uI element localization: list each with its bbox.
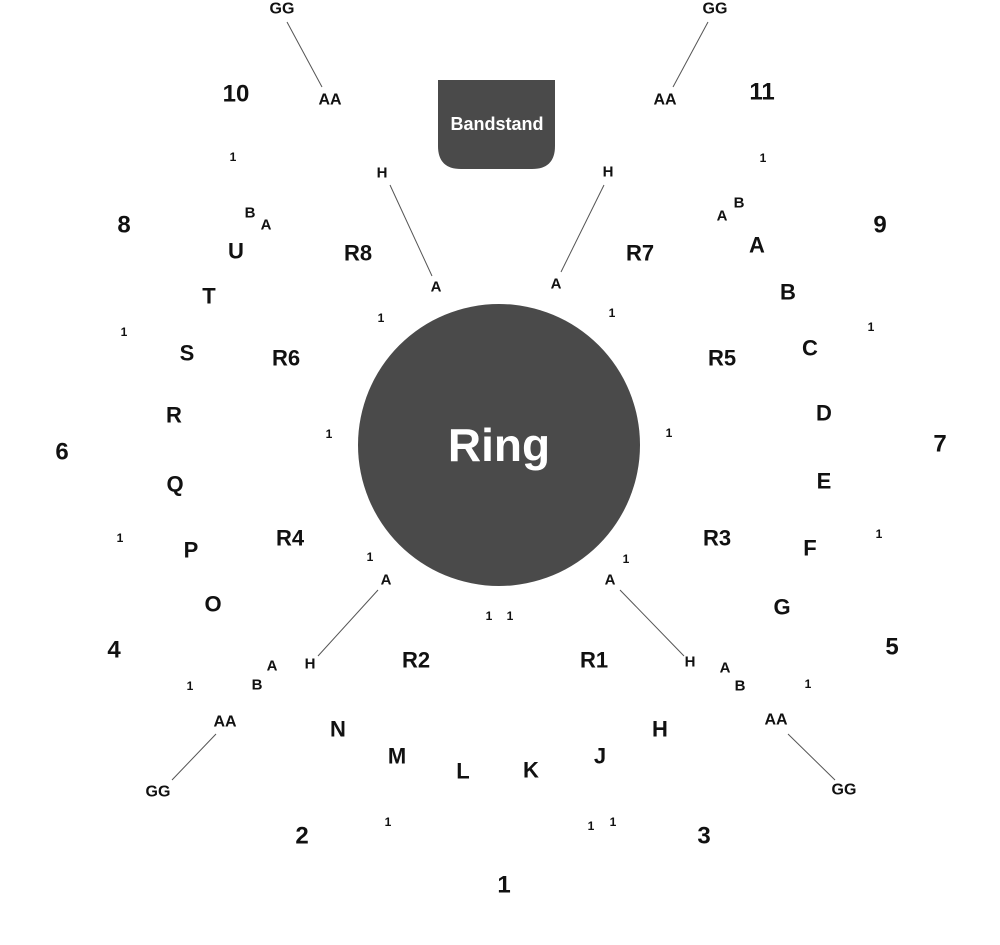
row-p: P [184,538,199,563]
aisle-line-bottom-right-inner [619,589,685,657]
section-3: 3 [697,823,710,850]
row-e: E [817,469,832,494]
aisle-marker-a-12: A [431,279,442,296]
row-k: K [523,758,539,783]
row-a: A [749,233,765,258]
aisle-line-bottom-left-outer [171,733,217,781]
seat-one-marker-9: 1 [876,527,883,541]
bandstand-shape [438,80,555,169]
aisle-lines [171,21,836,781]
bandstand: Bandstand [438,80,555,169]
aisle-marker-a-15: A [605,572,616,589]
seat-one-marker-16: 1 [385,815,392,829]
section-1: 1 [497,872,510,899]
ring: Ring [358,304,640,586]
aisle-marker-b-19: B [734,195,745,212]
row-m: M [388,744,406,769]
seat-one-marker-7: 1 [666,426,673,440]
seat-one-marker-3: 1 [868,320,875,334]
seat-one-marker-8: 1 [117,531,124,545]
aisle-marker-aa-1: AA [653,92,677,109]
section-4: 4 [107,637,121,664]
section-11: 11 [749,79,774,106]
aisle-marker-gg-4: GG [270,1,295,18]
aisle-marker-h-11: H [685,654,696,671]
section-5: 5 [885,634,898,661]
seat-one-marker-15: 1 [805,677,812,691]
aisle-line-top-right-outer [672,21,709,88]
aisle-marker-h-10: H [305,656,316,673]
row-u: U [228,239,244,264]
row-h: H [652,717,668,742]
row-n: N [330,717,346,742]
aisle-marker-gg-5: GG [703,1,728,18]
section-10: 10 [223,81,250,108]
aisle-line-bottom-left-inner [317,589,379,657]
seat-one-marker-5: 1 [609,306,616,320]
row-s: S [180,341,195,366]
section-8: 8 [117,212,130,239]
seat-one-marker-0: 1 [230,150,237,164]
seat-one-marker-18: 1 [610,815,617,829]
row-r: R [166,403,182,428]
row-g: G [773,595,790,620]
section-9: 9 [873,212,886,239]
aisle-marker-b-16: B [245,205,256,222]
row-l: L [456,759,469,784]
row-c: C [802,336,818,361]
seat-one-marker-2: 1 [121,325,128,339]
row-f: F [803,536,816,561]
seat-one-marker-14: 1 [187,679,194,693]
ring-label: Ring [448,419,550,471]
aisle-marker-a-18: A [717,208,728,225]
aisle-marker-aa-3: AA [764,712,788,729]
seat-one-marker-11: 1 [623,552,630,566]
seat-one-marker-13: 1 [507,609,514,623]
seat-one-marker-1: 1 [760,151,767,165]
ring-row-r1: R1 [580,648,608,673]
seat-one-marker-17: 1 [588,819,595,833]
aisle-marker-aa-2: AA [213,714,237,731]
aisle-marker-gg-7: GG [832,782,857,799]
row-j: J [594,744,606,769]
aisle-marker-h-9: H [603,164,614,181]
section-7: 7 [933,431,946,458]
aisle-marker-a-21: A [267,658,278,675]
aisle-marker-a-14: A [381,572,392,589]
seat-one-marker-6: 1 [326,427,333,441]
seat-one-marker-10: 1 [367,550,374,564]
row-q: Q [166,472,183,497]
ring-row-r5: R5 [708,346,736,371]
aisle-marker-a-22: A [720,660,731,677]
ring-row-r8: R8 [344,241,372,266]
ring-row-r3: R3 [703,526,731,551]
aisle-line-top-left-inner [389,184,433,277]
aisle-marker-h-8: H [377,165,388,182]
aisle-line-top-right-inner [560,184,605,273]
row-t: T [202,284,216,309]
section-6: 6 [55,439,68,466]
seat-one-marker-4: 1 [378,311,385,325]
aisle-marker-gg-6: GG [146,784,171,801]
aisle-marker-aa-0: AA [318,92,342,109]
seat-one-marker-12: 1 [486,609,493,623]
aisle-marker-a-17: A [261,217,272,234]
aisle-marker-b-23: B [735,678,746,695]
aisle-marker-b-20: B [252,677,263,694]
bandstand-label: Bandstand [450,114,543,134]
ring-circle [358,304,640,586]
aisle-marker-a-13: A [551,276,562,293]
section-2: 2 [295,823,308,850]
aisle-line-top-left-outer [286,21,323,88]
row-b: B [780,280,796,305]
ring-row-r7: R7 [626,241,654,266]
row-d: D [816,401,832,426]
ring-row-r6: R6 [272,346,300,371]
ring-row-r2: R2 [402,648,430,673]
aisle-line-bottom-right-outer [787,733,836,781]
ring-row-r4: R4 [276,526,305,551]
row-o: O [204,592,221,617]
